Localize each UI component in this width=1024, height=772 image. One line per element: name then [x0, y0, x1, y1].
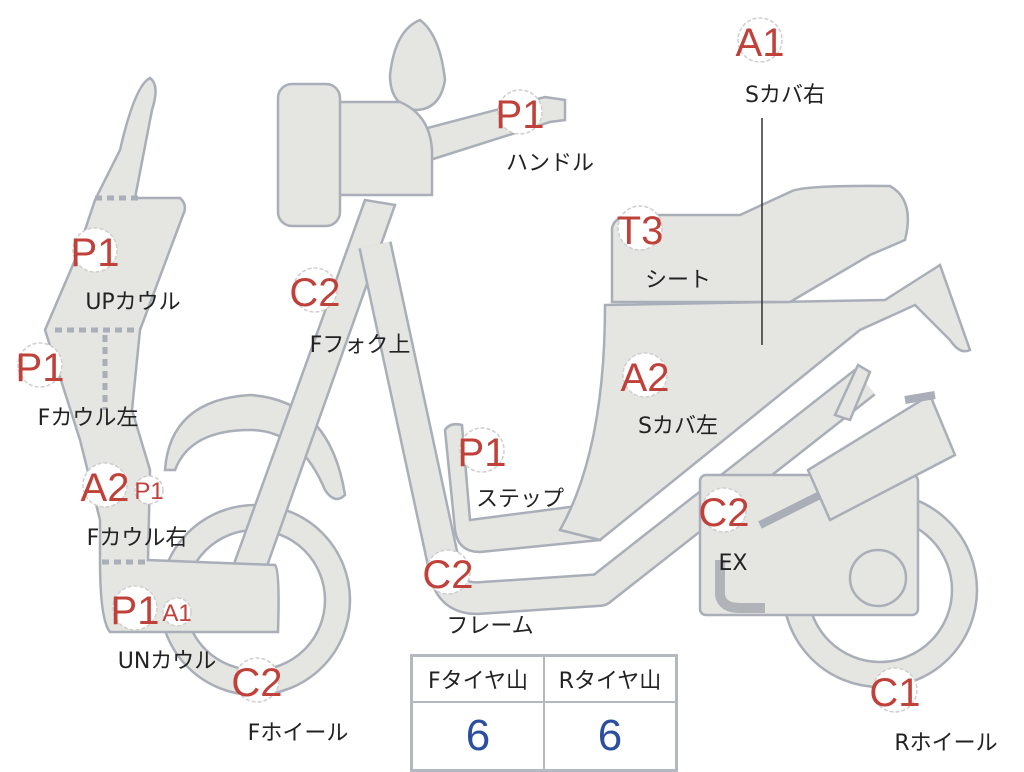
part-label: Fカウル左 [38, 406, 139, 431]
part-C2-exhaust[interactable]: C2 EX [698, 487, 750, 576]
handle-cover[interactable] [318, 100, 434, 197]
part-P1-un-cowl[interactable]: P1 A1 UNカウル [111, 585, 217, 674]
part-label: フレーム [446, 614, 533, 639]
part-label: UNカウル [118, 649, 217, 674]
rear-tire-header: Rタイヤ山 [543, 654, 678, 703]
part-code: C1 [869, 671, 920, 715]
part-code-secondary: A1 [162, 600, 191, 627]
part-C2-frame[interactable]: C2 フレーム [422, 549, 534, 639]
part-P1-up-cowl[interactable]: P1 UPカウル [71, 227, 181, 315]
part-label: ステップ [476, 487, 564, 512]
part-A1-s-cover-right[interactable]: A1 Sカバ右 [736, 17, 825, 108]
part-label: シート [645, 268, 711, 293]
engine[interactable] [698, 473, 920, 617]
part-label: Fフォク上 [310, 333, 411, 358]
part-code-secondary: P1 [134, 478, 163, 505]
part-code: A2 [621, 356, 670, 400]
part-label: EX [719, 551, 748, 576]
rear-tire-value: 6 [543, 701, 678, 772]
part-label: Sカバ右 [745, 83, 825, 108]
part-P1-handle[interactable]: P1 ハンドル [496, 89, 594, 176]
part-code: P1 [496, 93, 545, 137]
rear-shock[interactable] [806, 363, 957, 522]
part-code: C2 [231, 661, 282, 705]
tire-tread-table: Fタイヤ山 Rタイヤ山 6 6 [410, 654, 678, 772]
part-code: C2 [422, 553, 473, 597]
part-code: C2 [698, 491, 749, 535]
headlight[interactable] [276, 82, 342, 228]
part-label: Sカバ左 [638, 414, 718, 439]
part-P1-step[interactable]: P1 ステップ [458, 427, 564, 512]
part-C2-front-wheel[interactable]: C2 Fホイール [231, 657, 349, 746]
front-tire-header: Fタイヤ山 [410, 654, 545, 703]
part-C1-rear-wheel[interactable]: C1 Rホイール [869, 667, 998, 756]
part-T3-seat[interactable]: T3 シート [617, 205, 711, 293]
part-label: Rホイール [894, 731, 997, 756]
side-cover[interactable] [558, 263, 972, 542]
windshield[interactable] [388, 18, 447, 112]
part-code: A1 [736, 21, 785, 65]
exhaust-pipe[interactable] [715, 560, 765, 613]
part-code: A2 [81, 466, 130, 510]
part-P1-f-cowl-left[interactable]: P1 Fカウル左 [16, 342, 139, 431]
part-code: P1 [111, 589, 160, 633]
part-code: P1 [71, 231, 120, 275]
front-tire-value: 6 [410, 701, 545, 772]
part-A2-s-cover-left[interactable]: A2 Sカバ左 [621, 352, 718, 439]
part-label: Fカウル右 [87, 526, 188, 551]
part-code: T3 [617, 209, 664, 253]
part-code: P1 [458, 431, 507, 475]
part-code: P1 [16, 346, 65, 390]
part-code: C2 [289, 271, 340, 315]
part-label: ハンドル [506, 151, 594, 176]
part-label: UPカウル [85, 290, 180, 315]
part-label: Fホイール [248, 721, 349, 746]
part-A2-f-cowl-right[interactable]: A2 P1 Fカウル右 [81, 462, 188, 551]
part-C2-fork-upper[interactable]: C2 Fフォク上 [289, 267, 411, 358]
